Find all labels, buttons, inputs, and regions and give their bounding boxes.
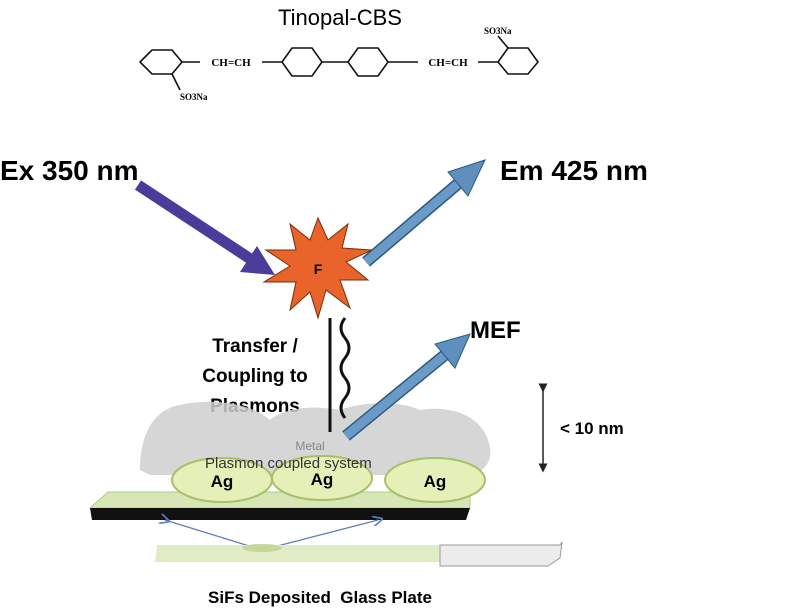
benzene-ring xyxy=(138,49,184,75)
transfer-label-2: Coupling to xyxy=(202,366,308,387)
caption: SiFs Deposited Glass Plate xyxy=(208,588,432,607)
tinopal-structure xyxy=(138,35,540,91)
distance-label: < 10 nm xyxy=(560,419,624,438)
mef-arrow xyxy=(342,333,471,441)
substituent-right: SO3Na xyxy=(484,26,512,36)
silver-particle xyxy=(271,455,373,501)
metal-cloud xyxy=(140,401,491,475)
ag-label-1: Ag xyxy=(211,472,234,491)
linker-right: CH=CH xyxy=(428,57,468,69)
plate-shadow xyxy=(90,508,470,520)
glass-plate-uncoated xyxy=(439,541,563,567)
fluorophore-star xyxy=(262,216,373,320)
fluorophore-label: F xyxy=(314,261,323,277)
emission-arrow xyxy=(362,159,486,267)
transfer-label-1: Transfer / xyxy=(212,336,298,357)
excitation-label: Ex 350 nm xyxy=(0,155,139,186)
benzene-ring xyxy=(347,47,389,77)
ag-label-3: Ag xyxy=(424,472,447,491)
plasmon-system-label: Plasmon coupled system xyxy=(205,455,372,472)
ag-label-2: Ag xyxy=(311,470,334,489)
excitation-arrow xyxy=(134,180,275,275)
benzene-ring xyxy=(281,47,323,77)
substituent-left: SO3Na xyxy=(180,92,208,102)
mef-label: MEF xyxy=(470,317,521,344)
deposit-spot xyxy=(242,544,282,552)
linker-left: CH=CH xyxy=(211,57,251,69)
metal-label: Metal xyxy=(295,439,324,453)
emission-label: Em 425 nm xyxy=(500,155,648,186)
wavy-transfer-line xyxy=(339,317,351,419)
silver-particle xyxy=(384,457,486,503)
benzene-ring xyxy=(496,47,540,75)
glass-plate-coated xyxy=(155,545,440,562)
molecule-title: Tinopal-CBS xyxy=(278,5,402,30)
